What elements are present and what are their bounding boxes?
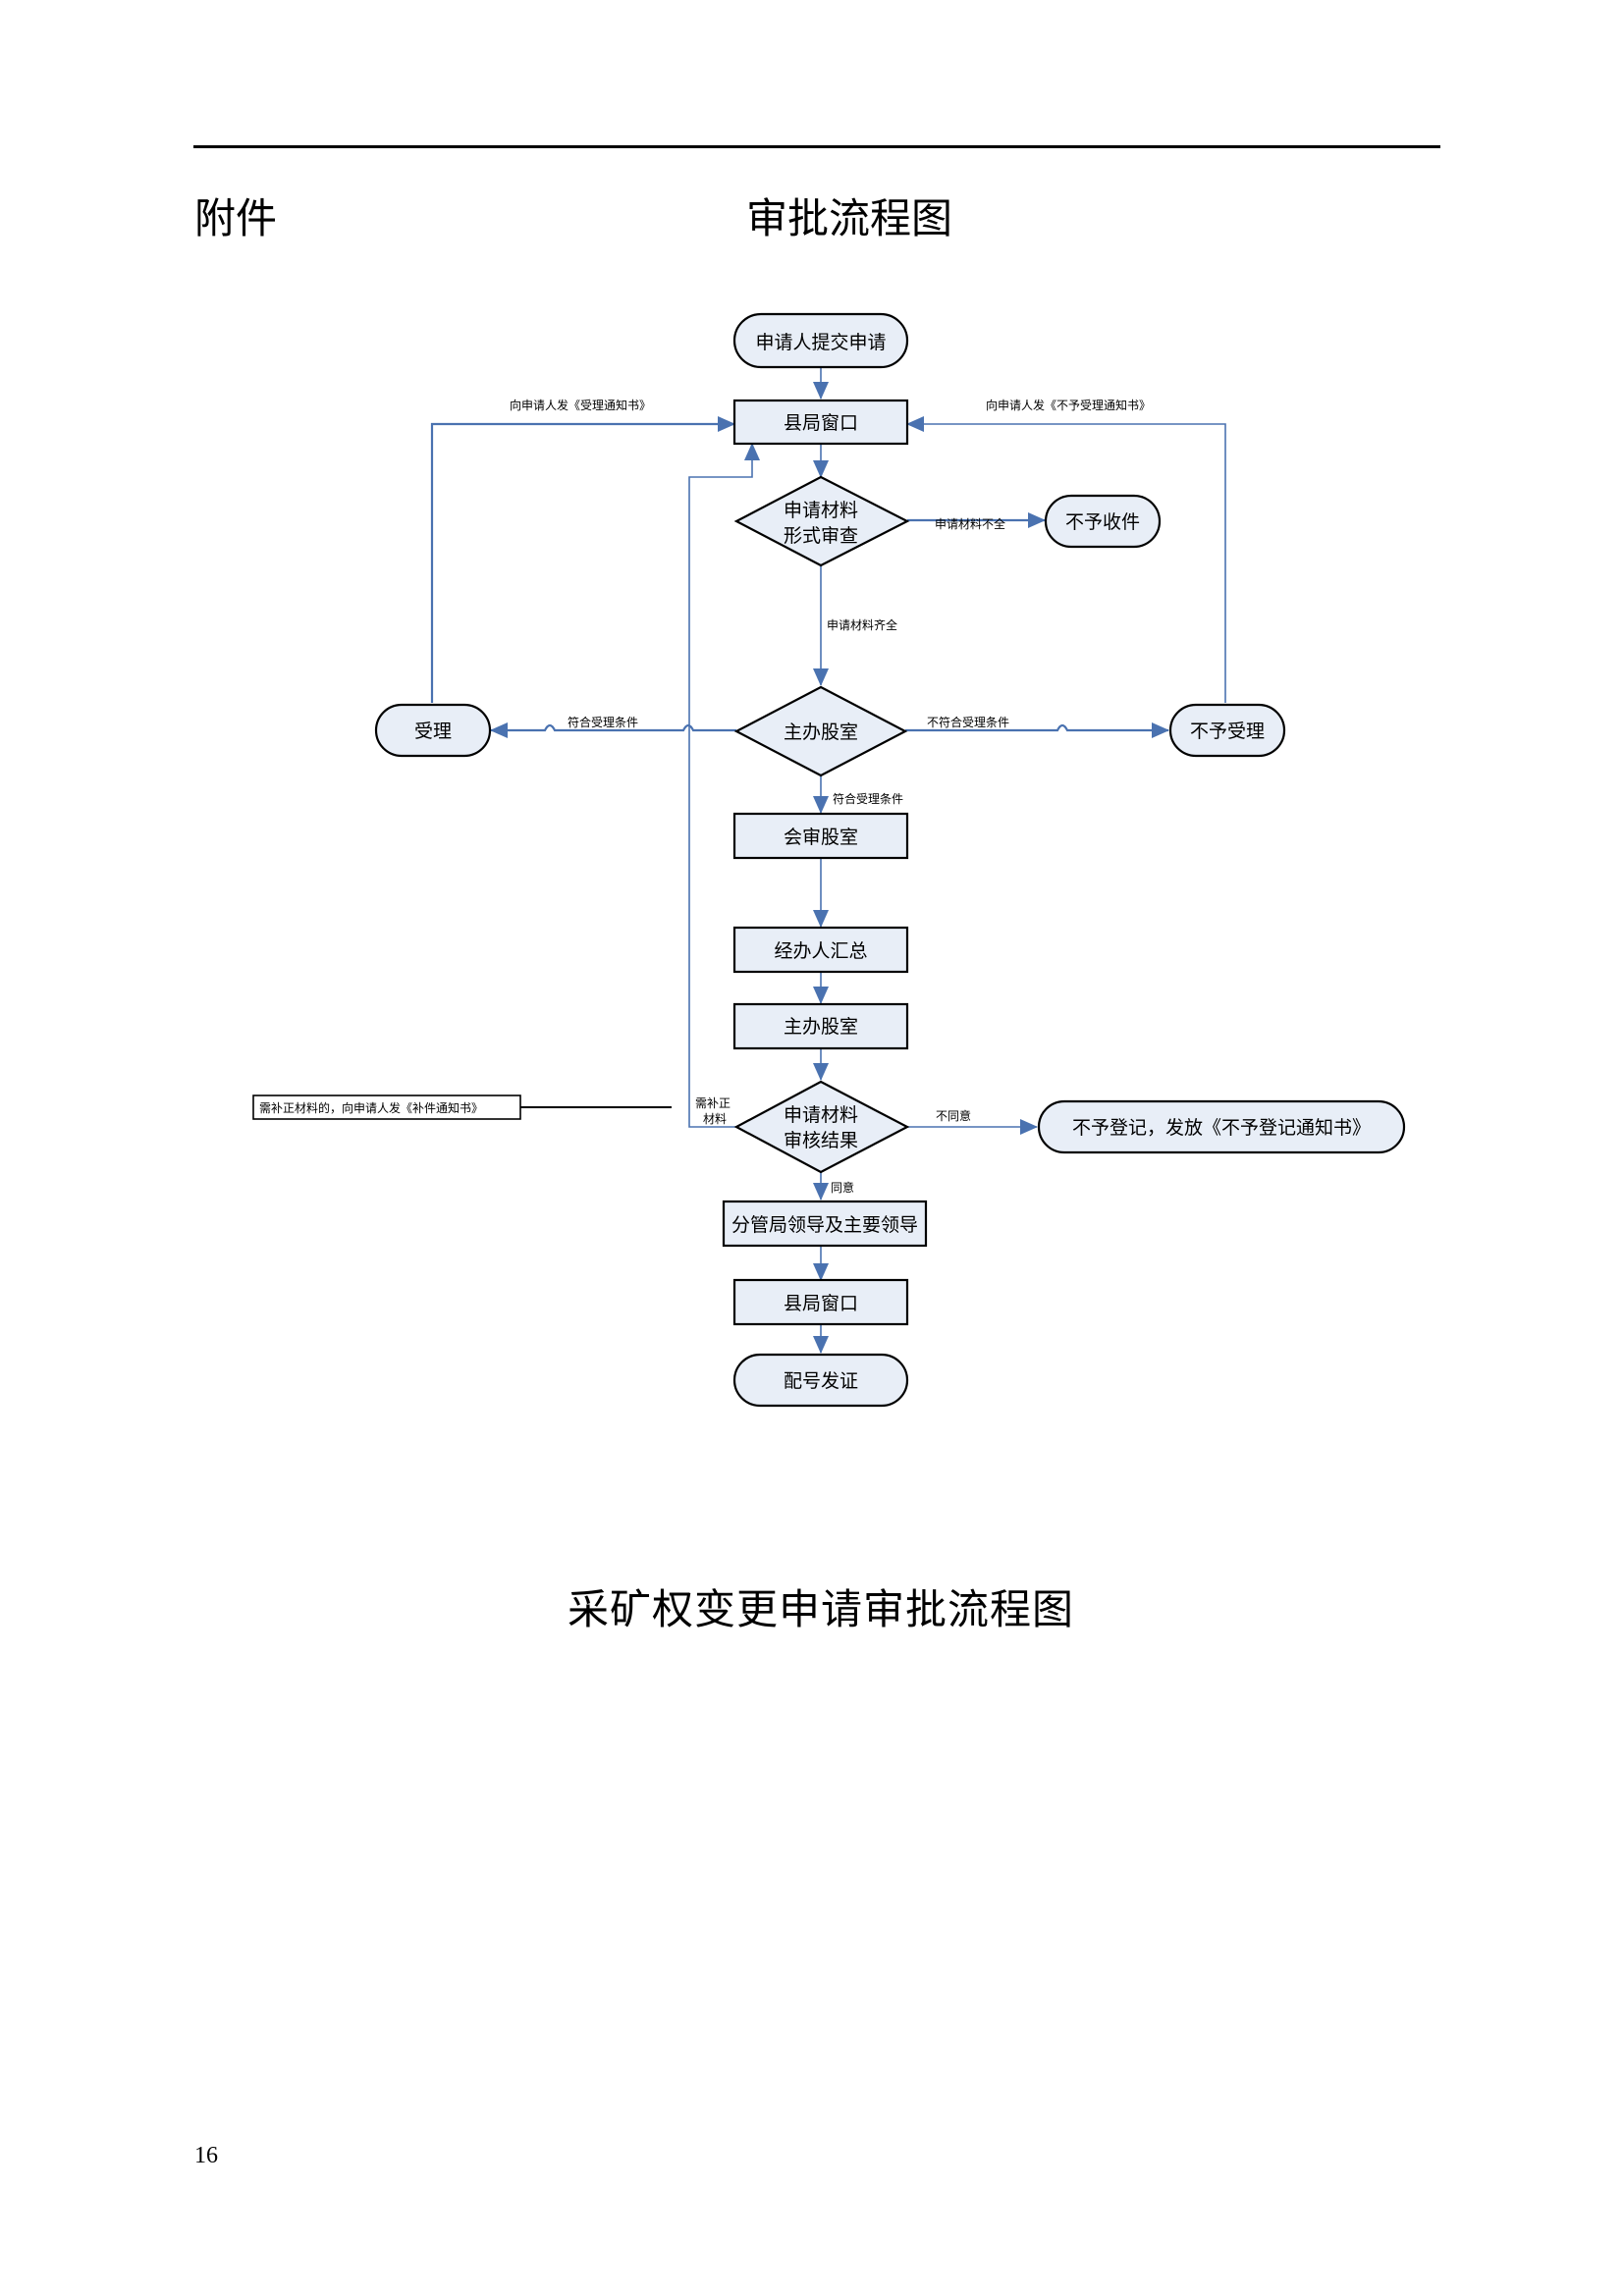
- node-form-review-label-1: 申请材料: [784, 500, 858, 521]
- node-reject-accept-label: 不予受理: [1190, 721, 1265, 742]
- label-materials-complete: 申请材料齐全: [827, 617, 897, 632]
- label-materials-incomplete: 申请材料不全: [935, 516, 1005, 531]
- page-title: 审批流程图: [746, 194, 953, 242]
- edge-reject-accept-to-window: [906, 416, 1226, 703]
- attachment-label: 附件: [194, 194, 278, 242]
- node-county-window-1-label: 县局窗口: [784, 412, 858, 434]
- node-submit: 申请人提交申请: [732, 312, 909, 369]
- node-main-office-decision-label: 主办股室: [784, 721, 858, 743]
- label-send-accept-notice: 向申请人发《受理通知书》: [510, 398, 651, 412]
- edge-main-office-to-reject-accept: [905, 722, 1169, 738]
- node-accept-label: 受理: [414, 721, 452, 742]
- page-number: 16: [194, 2143, 218, 2168]
- edge-labels: 向申请人发《受理通知书》 向申请人发《不予受理通知书》 申请材料不全 申请材料齐…: [510, 398, 1151, 1195]
- connectors: [430, 367, 1226, 1354]
- node-reject-register: 不予登记，发放《不予登记通知书》: [1037, 1099, 1406, 1154]
- label-disagree: 不同意: [936, 1108, 971, 1123]
- node-county-window-2-label: 县局窗口: [784, 1293, 858, 1314]
- node-review-result: 申请材料 审核结果: [733, 1080, 910, 1174]
- node-reject-receipt-label: 不予收件: [1065, 511, 1140, 533]
- flowchart-caption: 采矿权变更申请审批流程图: [568, 1585, 1075, 1633]
- node-county-window-2: 县局窗口: [732, 1278, 909, 1326]
- header-rule: [193, 145, 1440, 148]
- edge-main-office-to-accept: [490, 722, 736, 738]
- node-handler-summary-label: 经办人汇总: [774, 940, 867, 962]
- node-issue-license-label: 配号发证: [784, 1370, 858, 1392]
- node-review-result-label-2: 审核结果: [784, 1130, 858, 1151]
- label-not-meets-conditions: 不符合受理条件: [927, 715, 1009, 729]
- node-submit-label: 申请人提交申请: [755, 332, 886, 353]
- node-form-review: 申请材料 形式审查: [733, 475, 910, 567]
- node-joint-review-label: 会审股室: [784, 827, 858, 848]
- node-county-window-1: 县局窗口: [732, 399, 909, 446]
- supplement-note: 需补正材料的，向申请人发《补件通知书》: [252, 1095, 521, 1120]
- node-leaders: 分管局领导及主要领导: [722, 1200, 928, 1248]
- label-meets-conditions-left: 符合受理条件: [568, 715, 638, 729]
- node-reject-register-label: 不予登记，发放《不予登记通知书》: [1072, 1117, 1371, 1139]
- node-reject-accept: 不予受理: [1168, 703, 1286, 758]
- node-leaders-label: 分管局领导及主要领导: [731, 1214, 918, 1236]
- edge-supplement-to-window: [688, 443, 760, 1128]
- node-accept: 受理: [374, 703, 492, 758]
- node-issue-license: 配号发证: [732, 1353, 909, 1408]
- label-agree: 同意: [831, 1180, 854, 1195]
- node-reject-receipt: 不予收件: [1044, 494, 1162, 549]
- label-meets-conditions-down: 符合受理条件: [833, 791, 903, 806]
- label-needs-supplement-2: 材料: [703, 1112, 727, 1126]
- node-joint-review: 会审股室: [732, 812, 909, 860]
- label-send-reject-notice: 向申请人发《不予受理通知书》: [986, 398, 1151, 412]
- label-needs-supplement-1: 需补正: [695, 1096, 731, 1110]
- node-form-review-label-2: 形式审查: [784, 525, 858, 547]
- node-review-result-label-1: 申请材料: [784, 1104, 858, 1126]
- node-main-office-decision: 主办股室: [733, 685, 908, 777]
- edge-accept-to-window: [430, 416, 735, 703]
- node-main-office-label: 主办股室: [784, 1016, 858, 1038]
- node-handler-summary: 经办人汇总: [732, 926, 909, 974]
- supplement-note-text: 需补正材料的，向申请人发《补件通知书》: [259, 1100, 483, 1115]
- node-main-office: 主办股室: [732, 1002, 909, 1050]
